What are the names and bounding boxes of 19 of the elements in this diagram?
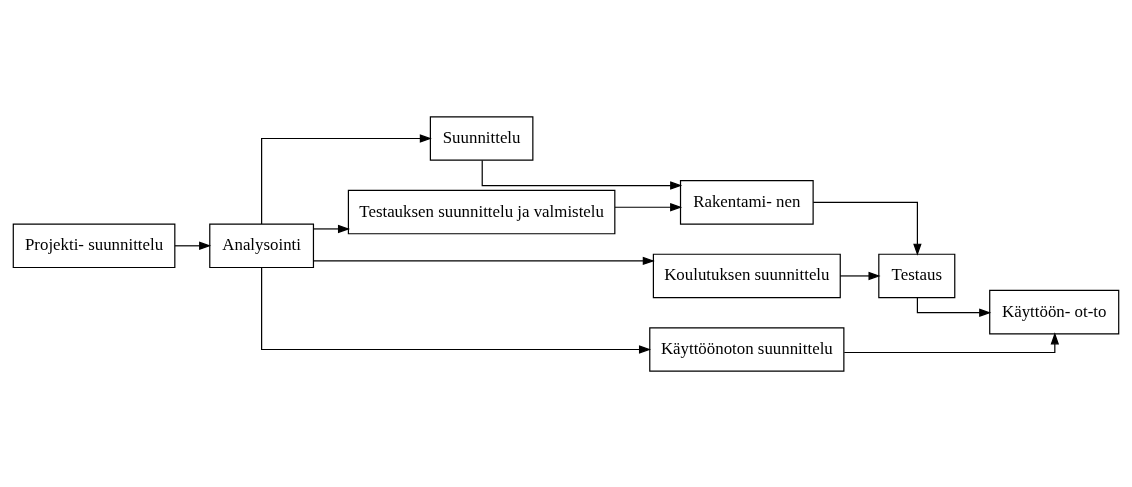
node-box: Testaus (878, 253, 956, 298)
node-box: Koulutuksen suunnittelu (652, 253, 841, 298)
arrow (812, 201, 922, 256)
node-box: Projekti- suunnittelu (12, 223, 176, 268)
node-box: Testauksen suunnittelu ja valmistelu (347, 189, 616, 234)
node-box: Käyttöön- ot-to (989, 289, 1120, 334)
arrow (614, 202, 683, 211)
node-box: Suunnittelu (429, 115, 534, 161)
arrow (174, 241, 212, 250)
node-box: Rakentami- nen (679, 179, 814, 225)
node-box: Analysointi (209, 223, 315, 268)
arrow (839, 271, 881, 280)
arrow (261, 266, 652, 354)
arrow (313, 224, 351, 233)
arrow (261, 133, 432, 225)
arrow (312, 256, 655, 265)
node-box: Käyttöönoton suunnittelu (649, 326, 845, 372)
arrow (481, 159, 683, 190)
arrow (843, 331, 1060, 353)
